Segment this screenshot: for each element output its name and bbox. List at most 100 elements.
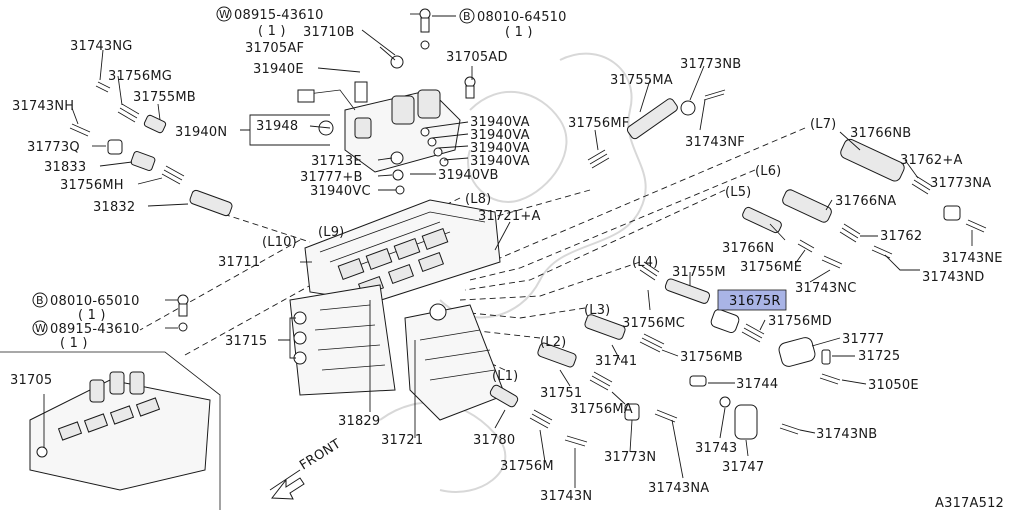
label-31743na: 31743NA: [648, 481, 709, 496]
label-31940vb: 31940VB: [438, 168, 499, 183]
label-l9: (L9): [318, 225, 344, 240]
label-08915-43610-bot: 08915-43610: [50, 322, 140, 337]
label-l1: (L1): [492, 369, 518, 384]
label-31743nc: 31743NC: [795, 281, 857, 296]
label-31725: 31725: [858, 349, 900, 364]
label-31743nd: 31743ND: [922, 270, 985, 285]
label-31940vc: 31940VC: [310, 184, 371, 199]
label-31940va-3: 31940VA: [470, 141, 530, 156]
label-31744: 31744: [736, 377, 778, 392]
label-31743nh: 31743NH: [12, 99, 74, 114]
solenoid-assembly: [297, 81, 461, 195]
prefix-w-top: W: [219, 8, 230, 21]
label-31755ma: 31755MA: [610, 73, 673, 88]
label-31766n: 31766N: [722, 241, 774, 256]
label-31773q: 31773Q: [27, 140, 80, 155]
label-31050e: 31050E: [868, 378, 919, 393]
label-31710b: 31710B: [303, 25, 354, 40]
label-31756mh: 31756MH: [60, 178, 124, 193]
label-31721: 31721: [381, 433, 423, 448]
leader-lines: [43, 13, 973, 491]
separator-plate-31715: [289, 284, 396, 396]
label-31832: 31832: [93, 200, 135, 215]
front-arrow: [271, 477, 305, 500]
label-31773na: 31773NA: [930, 176, 991, 191]
label-31741: 31741: [595, 354, 637, 369]
inset-31705: [0, 351, 221, 510]
label-31829: 31829: [338, 414, 380, 429]
front-label: FRONT: [297, 437, 343, 474]
label-31940va-2: 31940VA: [470, 128, 530, 143]
label-31940va-4: 31940VA: [470, 154, 530, 169]
label-l10: (L10): [262, 235, 297, 250]
label-31756md: 31756MD: [768, 314, 832, 329]
label-31711: 31711: [218, 255, 260, 270]
label-l2: (L2): [540, 335, 566, 350]
label-31777: 31777: [842, 332, 884, 347]
prefix-b-top: B: [463, 10, 471, 23]
label-31705ad: 31705AD: [446, 50, 508, 65]
label-31833: 31833: [44, 160, 86, 175]
label-31743ng: 31743NG: [70, 39, 133, 54]
qty-08915-43610-bot: ( 1 ): [60, 336, 88, 351]
label-31948: 31948: [256, 119, 298, 134]
label-31756mb: 31756MB: [680, 350, 743, 365]
label-31756me: 31756ME: [740, 260, 802, 275]
label-31721a: 31721+A: [478, 209, 541, 224]
label-31751: 31751: [540, 386, 582, 401]
label-31743ne: 31743NE: [942, 251, 1003, 266]
label-l5: (L5): [725, 185, 751, 200]
label-l7: (L7): [810, 117, 836, 132]
prefix-circles: W B B W: [32, 6, 475, 336]
label-31743: 31743: [695, 441, 737, 456]
label-31705: 31705: [10, 373, 52, 388]
label-l6: (L6): [755, 164, 781, 179]
label-31747: 31747: [722, 460, 764, 475]
label-08010-64510: 08010-64510: [477, 10, 567, 25]
label-31762a: 31762+A: [900, 153, 963, 168]
label-31773nb: 31773NB: [680, 57, 741, 72]
label-31780: 31780: [473, 433, 515, 448]
label-31743n: 31743N: [540, 489, 592, 504]
label-31756mg: 31756MG: [108, 69, 172, 84]
label-31773n: 31773N: [604, 450, 656, 465]
label-31755m: 31755M: [672, 265, 726, 280]
label-31756mf: 31756MF: [568, 116, 629, 131]
label-31940e: 31940E: [253, 62, 304, 77]
label-31756mc: 31756MC: [622, 316, 685, 331]
label-31777b: 31777+B: [300, 170, 363, 185]
prefix-b-bot: B: [36, 294, 44, 307]
label-31766na: 31766NA: [835, 194, 896, 209]
watermark: [379, 52, 647, 493]
label-31940n: 31940N: [175, 125, 227, 140]
label-31940va-1: 31940VA: [470, 115, 530, 130]
qty-08915-43610-top: ( 1 ): [258, 24, 286, 39]
prefix-w-bot: W: [35, 322, 46, 335]
label-l8: (L8): [465, 192, 491, 207]
label-31675r: 31675R: [729, 294, 781, 309]
label-08915-43610-top: 08915-43610: [234, 8, 324, 23]
small-parts: [69, 8, 987, 447]
qty-08010-65010: ( 1 ): [78, 308, 106, 323]
label-31755mb: 31755MB: [133, 90, 196, 105]
label-31743nf: 31743NF: [685, 135, 745, 150]
label-31766nb: 31766NB: [850, 126, 911, 141]
label-31756ma: 31756MA: [570, 402, 633, 417]
diagram-id: A317A512: [935, 496, 1004, 510]
highlight-31675r: [717, 289, 787, 311]
part-labels: 08915-43610 ( 1 ) 08010-64510 ( 1 ) 3171…: [10, 8, 1004, 510]
label-l3: (L3): [584, 303, 610, 318]
valve-body-31711: [304, 199, 501, 303]
label-08010-65010: 08010-65010: [50, 294, 140, 309]
label-31743nb: 31743NB: [816, 427, 877, 442]
lower-plate-31721: [404, 303, 506, 421]
label-31705af: 31705AF: [245, 41, 304, 56]
label-31713e: 31713E: [311, 154, 362, 169]
label-l4: (L4): [632, 255, 658, 270]
label-31762: 31762: [880, 229, 922, 244]
label-31756m: 31756M: [500, 459, 554, 474]
qty-08010-64510: ( 1 ): [505, 25, 533, 40]
label-31715: 31715: [225, 334, 267, 349]
